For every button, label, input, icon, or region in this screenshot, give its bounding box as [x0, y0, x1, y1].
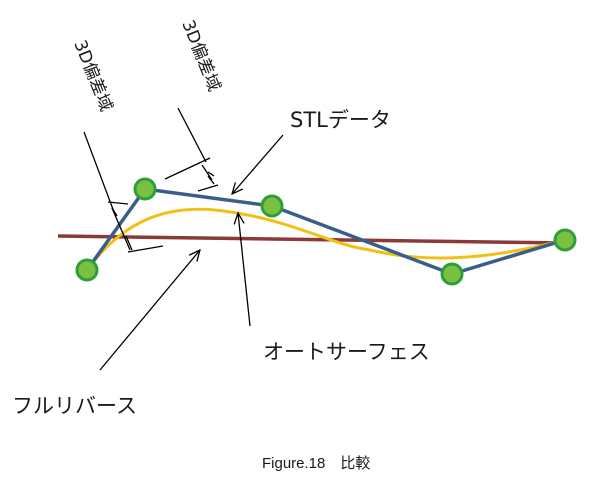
figure-caption: Figure.18 比較: [262, 454, 370, 472]
full-reverse-label: フルリバース: [12, 394, 137, 418]
stl-vertex: [440, 262, 464, 286]
stl-vertices: [75, 177, 577, 286]
stl-data-label: STLデータ: [290, 108, 391, 132]
full-reverse-line: [57, 234, 568, 245]
stl-vertex: [553, 228, 577, 252]
deviation-dimension-right: [164, 107, 219, 192]
stl-data-arrow: [232, 134, 284, 194]
stl-vertex: [133, 177, 157, 201]
deviation-label-left: 3D偏差域: [69, 37, 116, 114]
deviation-dimension-left: [83, 131, 164, 253]
deviation-label-right: 3D偏差域: [177, 17, 224, 94]
auto-surface-arrow: [238, 213, 251, 327]
stl-vertex: [75, 258, 99, 282]
stl-vertex: [260, 194, 284, 218]
stl-data-polyline: [85, 187, 566, 276]
auto-surface-label: オートサーフェス: [263, 340, 430, 364]
auto-surface-curve: [85, 207, 566, 271]
full-reverse-arrow: [99, 250, 200, 371]
